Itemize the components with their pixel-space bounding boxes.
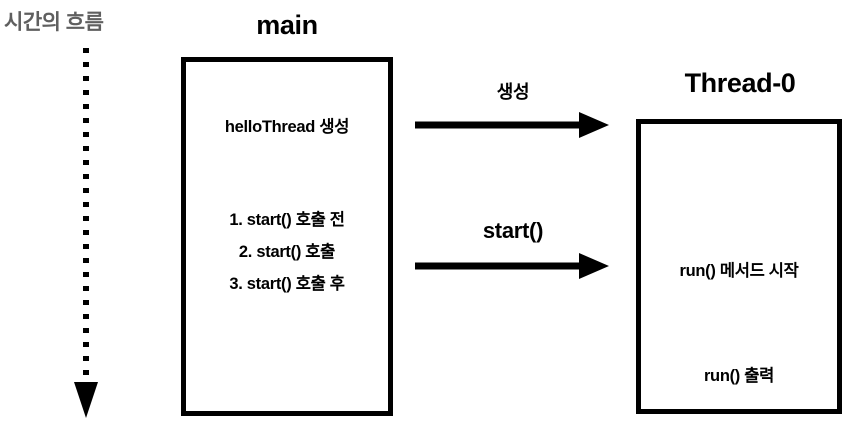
thread-entry-run-output: run() 출력 [703, 367, 775, 385]
thread-entry-run-method-start: run() 메서드 시작 [679, 262, 799, 280]
main-entry-hellothread-create: helloThread 생성 [224, 118, 350, 136]
lane-title-thread-0: Thread-0 [684, 68, 796, 98]
main-entry-before-start: 1. start() 호출 전 [229, 211, 345, 229]
lane-title-main: main [256, 10, 318, 40]
main-entry-after-start: 3. start() 호출 후 [229, 275, 345, 293]
arrow-start-icon [415, 253, 611, 279]
arrow-label-start: start() [482, 218, 544, 243]
arrow-label-create: 생성 [496, 82, 530, 102]
lane-box-thread-0 [636, 119, 842, 414]
arrow-create-icon [415, 112, 611, 138]
time-flow-label: 시간의 흐름 [4, 11, 104, 34]
lane-box-main [181, 57, 393, 416]
main-entry-call-start: 2. start() 호출 [238, 243, 336, 261]
time-flow-dotted-arrow-icon [74, 46, 98, 421]
